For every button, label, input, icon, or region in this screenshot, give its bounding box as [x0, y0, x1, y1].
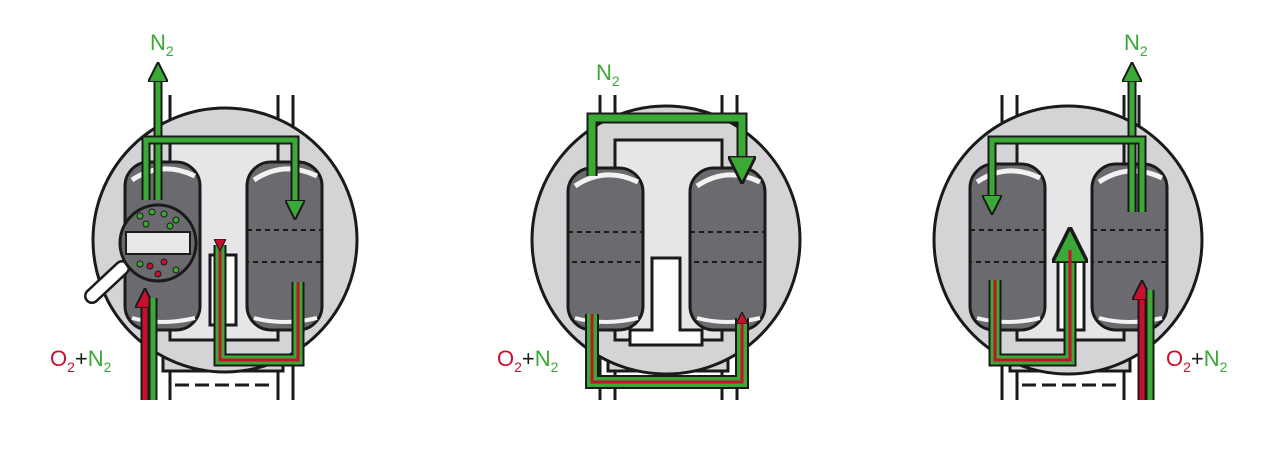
label-o2-n2-in: O2+N2 — [50, 346, 112, 375]
label-n2-out: N2 — [150, 30, 174, 59]
label-o2-n2-in: O2+N2 — [1166, 346, 1228, 375]
tank-right — [688, 166, 767, 332]
flow-in — [145, 245, 305, 400]
tank-left — [566, 166, 645, 332]
flow-n2-out — [141, 72, 295, 210]
label-o2-n2: O2+N2 — [497, 346, 559, 375]
tank-left — [968, 162, 1047, 332]
flow-in — [988, 245, 1155, 400]
panel-right: N2 O2+N2 — [932, 30, 1228, 400]
magnifier — [84, 203, 198, 304]
flow-equalize-bottom — [585, 314, 749, 389]
panel-middle: N2 O2+N2 — [497, 60, 802, 400]
flow-n2-out — [992, 72, 1147, 212]
tank-right — [245, 160, 324, 332]
panel-left: N2 O2+N2 — [50, 30, 359, 400]
label-n2-out: N2 — [1124, 30, 1148, 59]
label-n2-top: N2 — [596, 60, 620, 89]
flow-equalize-top — [586, 112, 742, 176]
